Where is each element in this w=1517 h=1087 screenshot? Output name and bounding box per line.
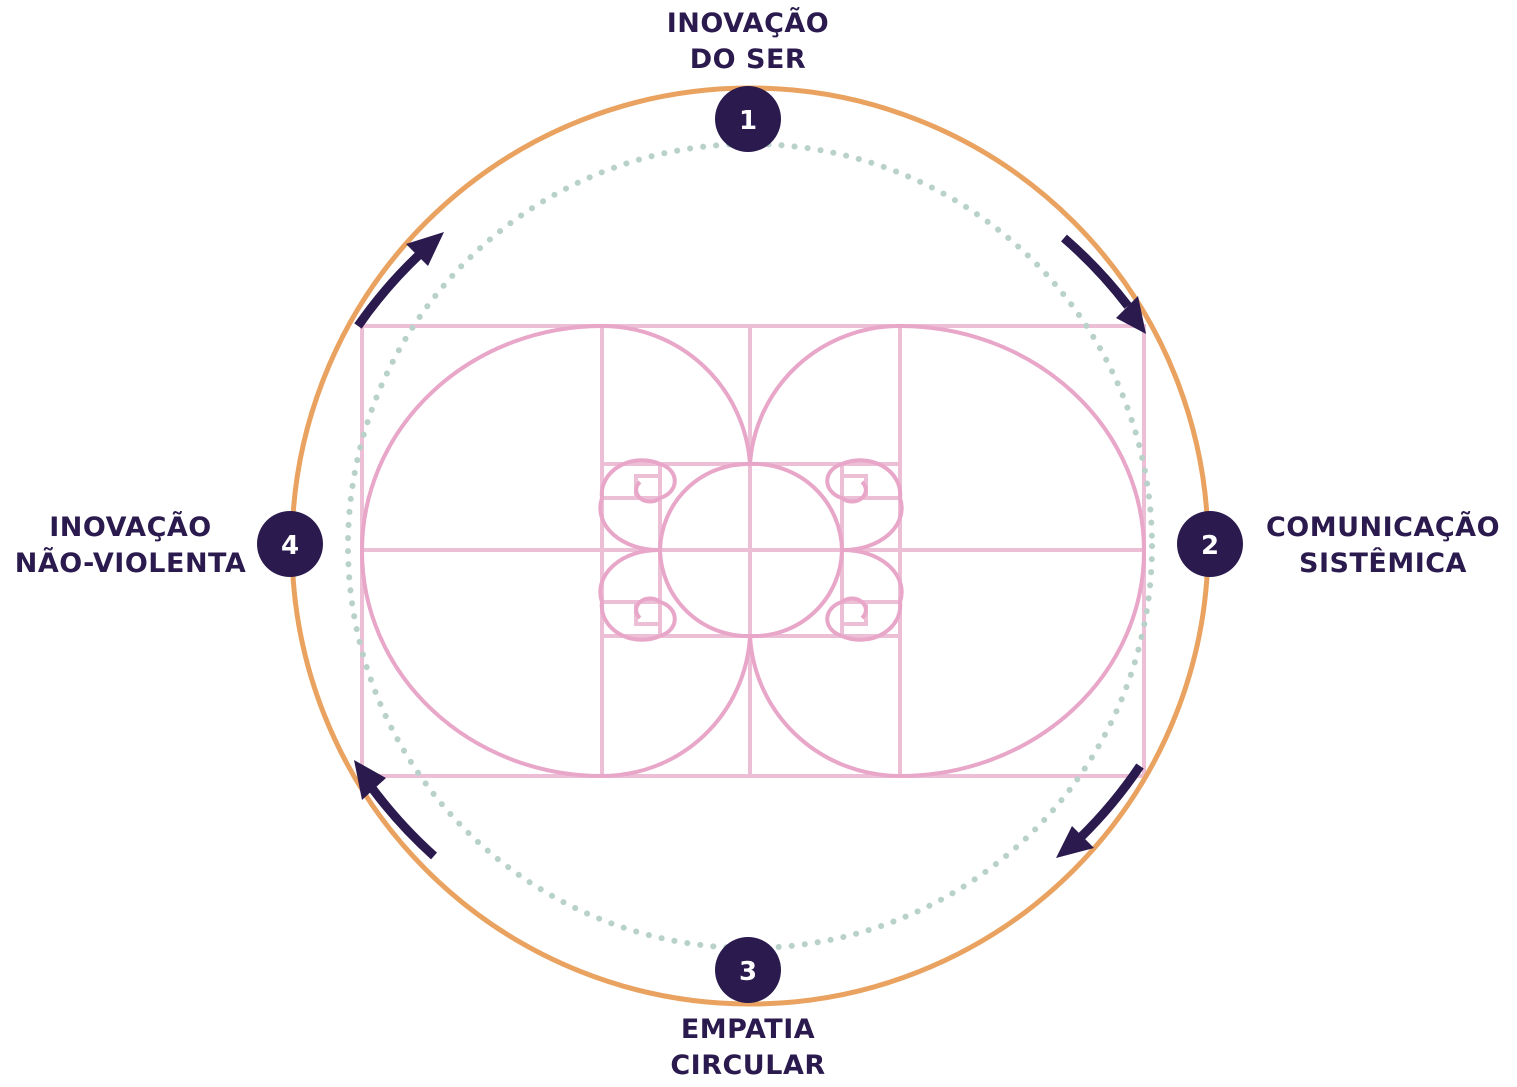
- step-label-line: DO SER: [648, 42, 848, 78]
- step-marker-2: 2: [1177, 511, 1243, 577]
- step-label-line: INOVAÇÃO: [8, 510, 253, 546]
- step-label-4: INOVAÇÃO NÃO-VIOLENTA: [8, 510, 253, 582]
- step-label-line: COMUNICAÇÃO: [1258, 510, 1508, 546]
- svg-text:2: 2: [1201, 531, 1219, 561]
- step-label-line: EMPATIA: [648, 1012, 848, 1048]
- svg-text:1: 1: [739, 106, 757, 136]
- step-label-1: INOVAÇÃO DO SER: [648, 6, 848, 78]
- svg-text:4: 4: [281, 531, 299, 561]
- golden-ratio-pattern: [362, 326, 1144, 776]
- step-marker-3: 3: [715, 937, 781, 1003]
- step-label-line: NÃO-VIOLENTA: [8, 546, 253, 582]
- step-label-2: COMUNICAÇÃO SISTÊMICA: [1258, 510, 1508, 582]
- curved-arrow-icon: [1064, 238, 1146, 334]
- step-marker-1: 1: [715, 86, 781, 152]
- step-label-line: INOVAÇÃO: [648, 6, 848, 42]
- step-marker-4: 4: [257, 511, 323, 577]
- svg-text:3: 3: [739, 957, 757, 987]
- step-label-3: EMPATIA CIRCULAR: [648, 1012, 848, 1084]
- step-label-line: CIRCULAR: [648, 1048, 848, 1084]
- step-label-line: SISTÊMICA: [1258, 546, 1508, 582]
